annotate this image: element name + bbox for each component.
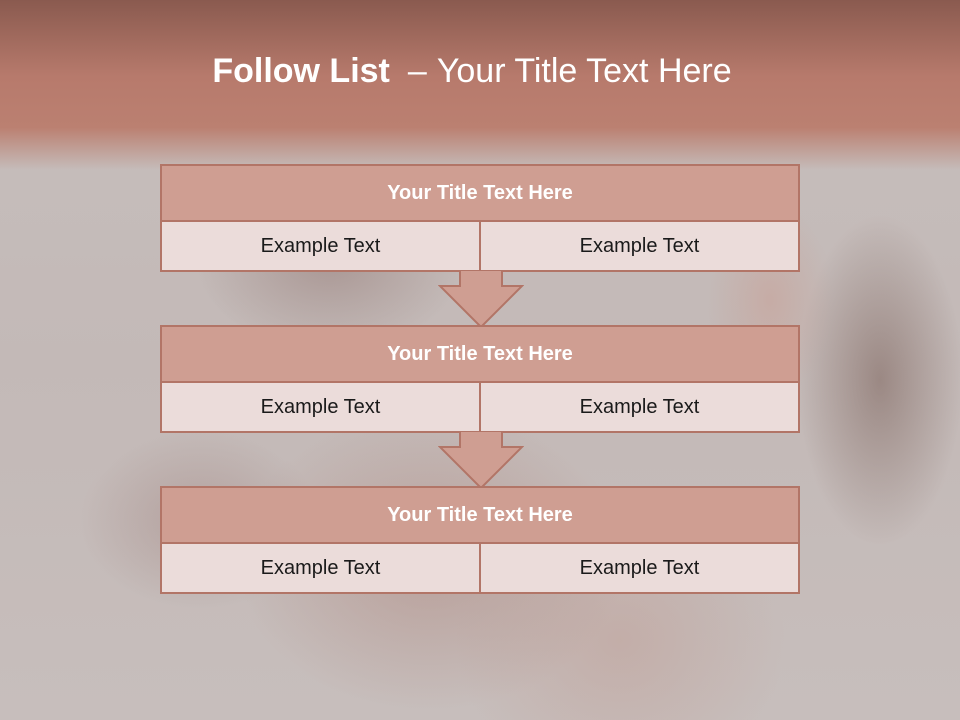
list-block-3: Your Title Text Here Example Text Exampl… (160, 486, 800, 594)
block-row: Example Text Example Text (162, 383, 798, 431)
block-title: Your Title Text Here (162, 166, 798, 222)
block-row: Example Text Example Text (162, 544, 798, 592)
title-bold-part: Follow List (212, 52, 390, 90)
title-separator: – (407, 52, 427, 90)
block-cell-right: Example Text (479, 544, 798, 592)
down-arrow-icon (438, 431, 524, 489)
header-band (0, 0, 960, 170)
block-title: Your Title Text Here (162, 327, 798, 383)
block-cell-left: Example Text (260, 234, 381, 257)
slide-title: Follow List–Your Title Text Here (0, 52, 944, 91)
block-cell-right: Example Text (479, 383, 798, 431)
list-block-1: Your Title Text Here Example Text Exampl… (160, 164, 800, 272)
list-block-2: Your Title Text Here Example Text Exampl… (160, 325, 800, 433)
title-rest: Your Title Text Here (436, 52, 732, 90)
block-cell-left: Example Text (260, 556, 381, 579)
down-arrow-icon (438, 270, 524, 328)
block-title: Your Title Text Here (162, 488, 798, 544)
block-cell-left: Example Text (260, 395, 381, 418)
block-cell-right: Example Text (479, 222, 798, 270)
block-row: Example Text Example Text (162, 222, 798, 270)
